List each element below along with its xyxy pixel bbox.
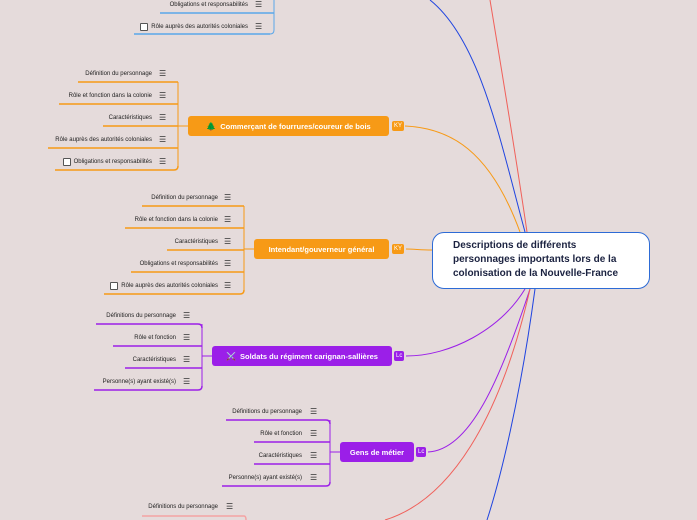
leaf-top-role-autorites[interactable]: Rôle auprès des autorités coloniales [134, 20, 250, 34]
leaf-label: Caractéristiques [108, 115, 152, 121]
leaf-intendant-caracteristiques[interactable]: Caractéristiques [156, 235, 220, 249]
tag-badge[interactable]: KY [392, 121, 405, 131]
leaf-label: Définitions du personnage [148, 504, 218, 510]
leaf-commercant-role[interactable]: Rôle et fonction dans la colonie [50, 89, 154, 103]
link-bottom-blue [486, 288, 536, 520]
checkbox-icon[interactable] [110, 282, 119, 290]
leaf-intendant-obligations[interactable]: Obligations et responsabilités [122, 257, 220, 271]
menu-icon[interactable]: ☰ [310, 429, 318, 438]
checkbox-icon[interactable] [140, 23, 149, 31]
leaf-label: Définitions du personnage [106, 313, 176, 319]
menu-icon[interactable]: ☰ [183, 377, 191, 386]
leaf-label: Rôle et fonction dans la colonie [68, 93, 152, 99]
tag-badge[interactable]: Lc [416, 447, 427, 457]
leaf-label: Définition du personnage [85, 71, 152, 77]
leaf-label: Définitions du personnage [232, 409, 302, 415]
leaf-label: Définition du personnage [151, 195, 218, 201]
swords-icon: ⚔️ [226, 351, 236, 361]
menu-icon[interactable]: ☰ [255, 0, 263, 9]
leaf-label: Obligations et responsabilités [139, 261, 218, 267]
leaf-soldats-caracteristiques[interactable]: Caractéristiques [114, 353, 178, 367]
link-top-red [489, 0, 528, 233]
leaf-gens-role[interactable]: Rôle et fonction [238, 427, 304, 441]
branch-intendant[interactable]: Intendant/gouverneur général [254, 239, 389, 259]
tag-badge[interactable]: Lc [394, 351, 405, 361]
branch-label: Gens de métier [349, 447, 405, 457]
menu-icon[interactable]: ☰ [226, 502, 234, 511]
leaf-top-obligations[interactable]: Obligations et responsabilités [160, 0, 250, 12]
leaf-bottom-definitions[interactable]: Définitions du personnage [130, 500, 220, 514]
leaf-label: Rôle auprès des autorités coloniales [121, 283, 218, 289]
central-topic[interactable]: Descriptions de différents personnages i… [432, 232, 650, 289]
menu-icon[interactable]: ☰ [224, 259, 232, 268]
leaf-commercant-role-autorites[interactable]: Rôle auprès des autorités coloniales [40, 133, 154, 147]
menu-icon[interactable]: ☰ [224, 215, 232, 224]
menu-icon[interactable]: ☰ [159, 157, 167, 166]
branch-commercant[interactable]: 🌲 Commerçant de fourrures/coureur de boi… [188, 116, 389, 136]
leaf-commercant-caracteristiques[interactable]: Caractéristiques [90, 111, 154, 125]
leaf-label: Obligations et responsabilités [169, 2, 248, 8]
link-soldats [405, 288, 526, 357]
tree-icon: 🌲 [206, 121, 217, 131]
menu-icon[interactable]: ☰ [159, 91, 167, 100]
leaf-commercant-obligations[interactable]: Obligations et responsabilités [55, 155, 154, 169]
link-gens [427, 288, 531, 453]
leaf-label: Caractéristiques [258, 453, 302, 459]
leaf-label: Rôle et fonction [260, 431, 302, 437]
link-top-blue [429, 0, 526, 233]
leaf-label: Rôle et fonction [134, 335, 176, 341]
checkbox-icon[interactable] [62, 158, 71, 166]
leaf-label: Caractéristiques [174, 239, 218, 245]
link-bottom-red [384, 288, 531, 520]
leaf-gens-definitions[interactable]: Définitions du personnage [214, 405, 304, 419]
leaf-commercant-definition[interactable]: Définition du personnage [60, 67, 154, 81]
menu-icon[interactable]: ☰ [159, 135, 167, 144]
link-intendant [405, 248, 433, 251]
leaf-label: Obligations et responsabilités [73, 159, 152, 165]
leaf-gens-caracteristiques[interactable]: Caractéristiques [240, 449, 304, 463]
menu-icon[interactable]: ☰ [310, 407, 318, 416]
leaf-label: Caractéristiques [132, 357, 176, 363]
leaf-soldats-role[interactable]: Rôle et fonction [110, 331, 178, 345]
leaf-intendant-role-autorites[interactable]: Rôle auprès des autorités coloniales [104, 279, 220, 293]
leaf-label: Personne(s) ayant existé(s) [102, 379, 176, 385]
branch-soldats[interactable]: ⚔️ Soldats du régiment carignan-sallière… [212, 346, 392, 366]
menu-icon[interactable]: ☰ [224, 237, 232, 246]
central-topic-label: Descriptions de différents personnages i… [453, 240, 619, 279]
tag-badge[interactable]: KY [392, 244, 405, 254]
branch-label: Soldats du régiment carignan-sallières [240, 351, 378, 361]
leaf-label: Rôle et fonction dans la colonie [134, 217, 218, 223]
branch-label: Commerçant de fourrures/coureur de bois [220, 121, 371, 131]
menu-icon[interactable]: ☰ [310, 473, 318, 482]
menu-icon[interactable]: ☰ [224, 281, 232, 290]
leaf-intendant-role[interactable]: Rôle et fonction dans la colonie [116, 213, 220, 227]
menu-icon[interactable]: ☰ [183, 311, 191, 320]
leaf-label: Personne(s) ayant existé(s) [228, 475, 302, 481]
leaf-soldats-personnes[interactable]: Personne(s) ayant existé(s) [84, 375, 178, 389]
link-commercant [404, 125, 521, 233]
leaf-label: Rôle auprès des autorités coloniales [55, 137, 152, 143]
branch-gens-de-metier[interactable]: Gens de métier [340, 442, 414, 462]
leaf-label: Rôle auprès des autorités coloniales [151, 24, 248, 30]
leaf-soldats-definitions[interactable]: Définitions du personnage [90, 309, 178, 323]
leaf-gens-personnes[interactable]: Personne(s) ayant existé(s) [210, 471, 304, 485]
menu-icon[interactable]: ☰ [159, 69, 167, 78]
menu-icon[interactable]: ☰ [310, 451, 318, 460]
menu-icon[interactable]: ☰ [183, 355, 191, 364]
menu-icon[interactable]: ☰ [183, 333, 191, 342]
leaf-intendant-definition[interactable]: Définition du personnage [130, 191, 220, 205]
menu-icon[interactable]: ☰ [255, 22, 263, 31]
menu-icon[interactable]: ☰ [224, 193, 232, 202]
branch-label: Intendant/gouverneur général [268, 244, 375, 254]
menu-icon[interactable]: ☰ [159, 113, 167, 122]
